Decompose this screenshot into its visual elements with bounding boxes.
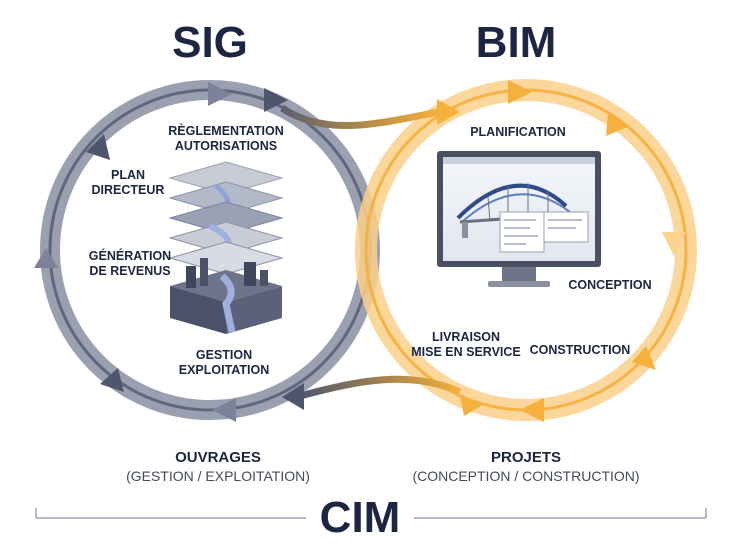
label-reglementation: RÈGLEMENTATION bbox=[168, 123, 284, 138]
label-generation: GÉNÉRATION bbox=[89, 248, 171, 263]
label-conception: CONCEPTION bbox=[568, 278, 651, 292]
monitor-icon bbox=[437, 151, 601, 287]
ouvrages-subtitle: (GESTION / EXPLOITATION) bbox=[126, 468, 310, 484]
label-autorisations: AUTORISATIONS bbox=[175, 139, 277, 153]
bim-cycle-arrows bbox=[460, 80, 686, 422]
label-de-revenus: DE REVENUS bbox=[89, 264, 170, 278]
bim-to-sig-arrowhead bbox=[282, 383, 304, 410]
label-plan: PLAN bbox=[111, 168, 145, 182]
sig-cycle-arrows bbox=[34, 82, 288, 422]
label-directeur: DIRECTEUR bbox=[92, 183, 165, 197]
projets-subtitle: (CONCEPTION / CONSTRUCTION) bbox=[412, 468, 639, 484]
cim-bracket bbox=[35, 508, 707, 519]
label-planification: PLANIFICATION bbox=[470, 125, 566, 139]
layered-map-icon bbox=[168, 161, 284, 334]
label-mise-en-service: MISE EN SERVICE bbox=[411, 345, 521, 359]
sig-to-bim-arrowhead bbox=[437, 99, 460, 125]
bim-to-sig-connector bbox=[299, 375, 462, 400]
ouvrages-title: OUVRAGES bbox=[175, 449, 261, 466]
sig-title: SIG bbox=[172, 18, 248, 67]
sig-to-bim-connector bbox=[280, 105, 441, 130]
cim-title: CIM bbox=[320, 493, 401, 542]
label-construction: CONSTRUCTION bbox=[530, 343, 631, 357]
projets-title: PROJETS bbox=[491, 449, 561, 466]
bim-title: BIM bbox=[476, 18, 557, 67]
label-livraison: LIVRAISON bbox=[432, 330, 500, 344]
label-exploitation: EXPLOITATION bbox=[179, 363, 270, 377]
label-gestion: GESTION bbox=[196, 348, 252, 362]
